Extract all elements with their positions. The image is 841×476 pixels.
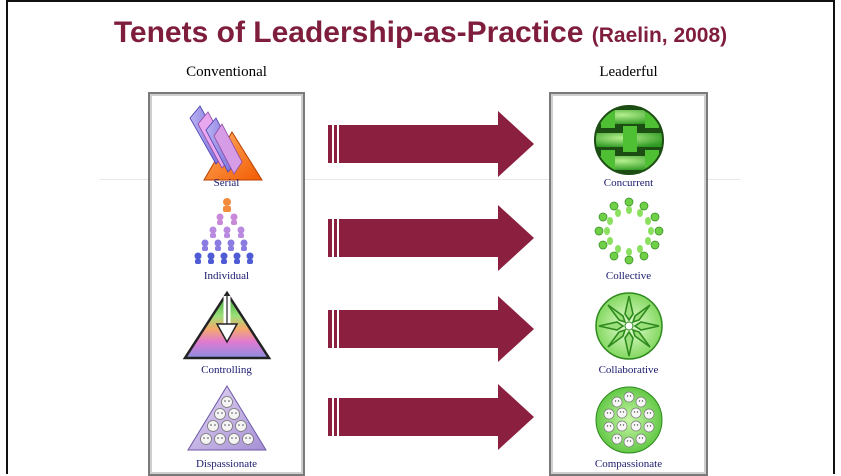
individual-label: Individual <box>203 270 250 282</box>
divider-line <box>100 179 740 180</box>
leaderful-header: Leaderful <box>599 64 658 80</box>
serial-icon <box>189 105 263 181</box>
compassionate-item <box>551 384 706 456</box>
concurrent-item <box>551 102 706 178</box>
slide-title: Tenets of Leadership-as-Practice (Raelin… <box>0 16 841 50</box>
arrow-dispassionate-to-compassionate <box>328 384 534 450</box>
serial-item <box>150 102 303 182</box>
collective-label: Collective <box>605 270 652 282</box>
faces-circle-icon <box>595 386 662 454</box>
control-pyramid-icon <box>182 290 271 360</box>
dispassionate-label: Dispassionate <box>195 458 258 470</box>
dispassionate-item <box>150 384 303 452</box>
collaborative-label: Collaborative <box>598 364 659 376</box>
slide-frame <box>6 0 835 474</box>
concurrent-label: Concurrent <box>603 177 654 189</box>
conventional-panel: Serial Individual <box>148 92 305 476</box>
individual-item <box>150 196 303 266</box>
compassionate-label: Compassionate <box>594 458 663 470</box>
faces-pyramid-icon <box>186 385 267 451</box>
leaderful-panel: Concurrent Collective <box>549 92 708 476</box>
title-citation: (Raelin, 2008) <box>591 24 728 47</box>
conventional-header: Conventional <box>186 64 267 80</box>
title-main: Tenets of Leadership-as-Practice <box>113 16 584 49</box>
serial-label: Serial <box>213 177 240 189</box>
woven-circle-icon <box>593 105 664 175</box>
people-ring-icon <box>594 197 663 265</box>
collaborative-item <box>551 290 706 362</box>
arrow-controlling-to-collaborative <box>328 296 534 362</box>
inward-arrows-circle-icon <box>594 292 663 360</box>
controlling-label: Controlling <box>201 364 252 376</box>
hierarchy-people-icon <box>194 198 253 264</box>
arrow-individual-to-collective <box>328 205 534 271</box>
controlling-item <box>150 290 303 362</box>
arrow-serial-to-concurrent <box>328 111 534 177</box>
collective-item <box>551 196 706 266</box>
